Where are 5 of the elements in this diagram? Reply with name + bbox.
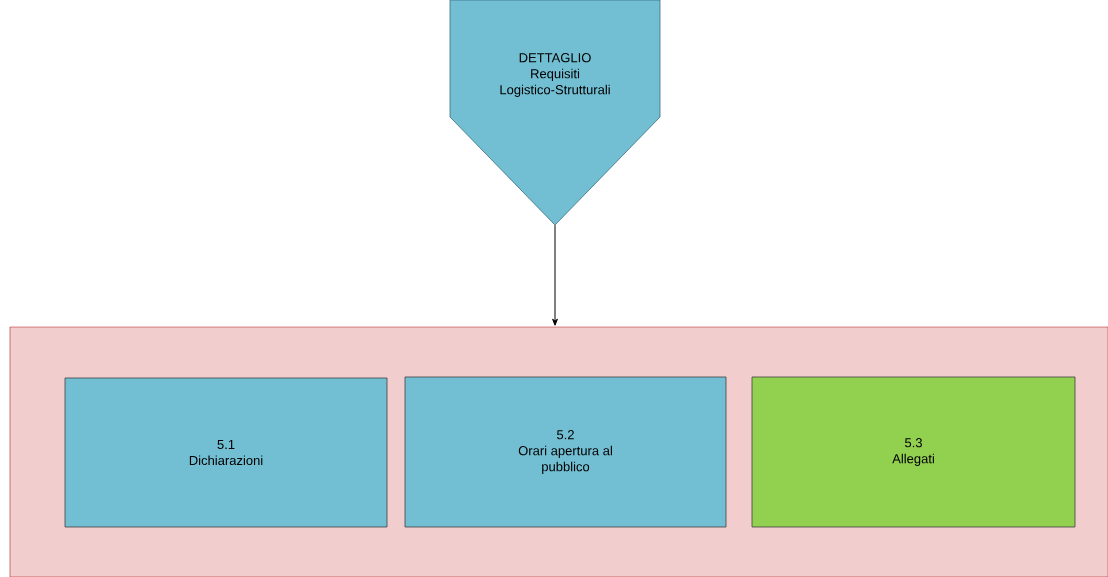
arrow [552,224,558,326]
process-box: 5.2 Orari apertura al pubblico [404,376,727,528]
process-box: 5.1 Dichiarazioni [64,377,388,528]
process-box: 5.3 Allegati [751,376,1076,528]
offpage-connector: DETTAGLIO Requisiti Logistico-Strutturali [449,0,661,226]
